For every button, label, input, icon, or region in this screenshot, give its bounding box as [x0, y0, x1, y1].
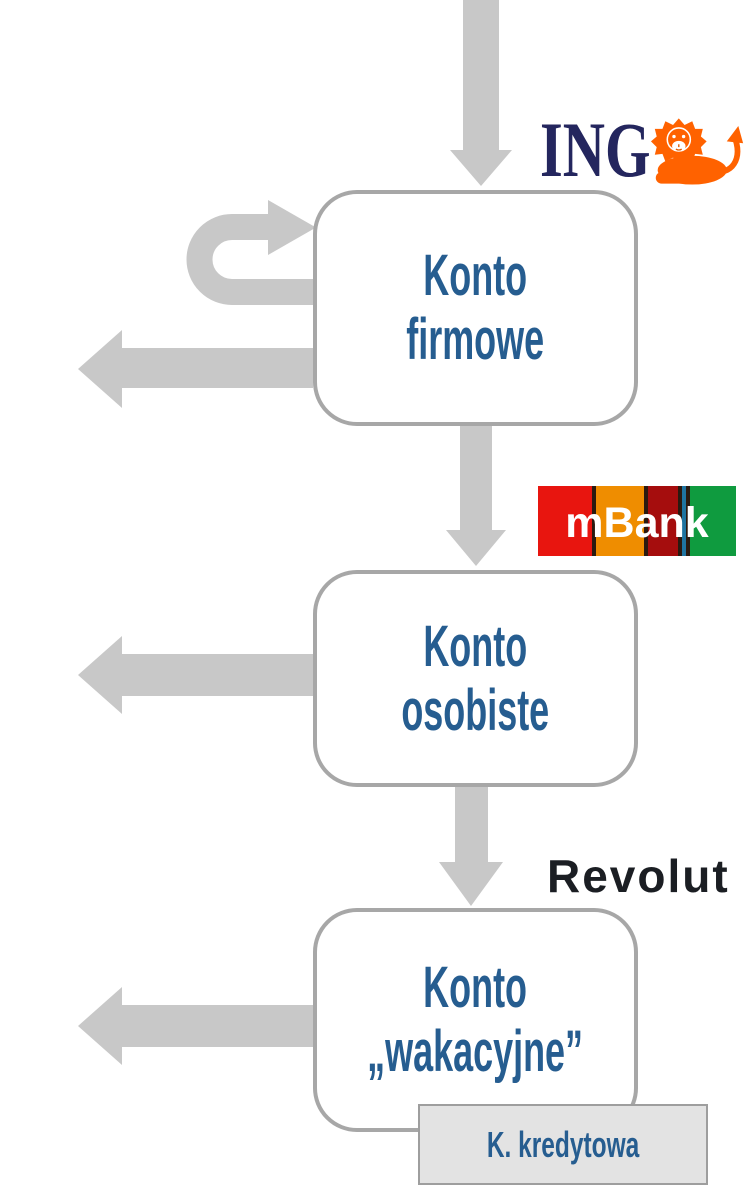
left-arrow-icon-1: [78, 330, 313, 408]
node-konto-wakacyjne: Konto „wakacyjne”: [313, 908, 638, 1132]
credit-card-label: K. kredytowa: [486, 1123, 640, 1165]
loop-return-arrow-icon: [186, 214, 313, 305]
left-arrow-icon-3: [78, 987, 313, 1065]
credit-card-box: K. kredytowa: [418, 1104, 708, 1185]
ing-lion-icon: [650, 118, 744, 185]
node-konto-osobiste: Konto osobiste: [313, 570, 638, 787]
node-3-line-1: Konto: [423, 955, 528, 1020]
mbank-stripe-maroon: [648, 486, 678, 556]
node-konto-firmowe: Konto firmowe: [313, 190, 638, 426]
node-konto-wakacyjne-label: Konto „wakacyjne”: [368, 956, 584, 1084]
down-arrow-icon-2: [439, 785, 503, 906]
mbank-stripe-blue: [682, 486, 686, 556]
loop-return-arrowhead-icon: [268, 200, 316, 255]
ing-logo-text: ING: [540, 106, 651, 193]
node-1-line-1: Konto: [423, 243, 528, 308]
node-2-line-1: Konto: [423, 613, 528, 679]
mbank-stripe-orange: [596, 486, 644, 556]
mbank-logo-text: mBank: [565, 498, 709, 547]
down-arrow-icon-top: [450, 0, 512, 186]
node-konto-osobiste-label: Konto osobiste: [401, 613, 550, 743]
mbank-logo: mBank: [538, 486, 736, 556]
left-arrow-icon-2: [78, 636, 313, 714]
mbank-stripe-red: [538, 486, 592, 556]
revolut-logo-text: Revolut: [547, 850, 730, 902]
mbank-stripe-green: [690, 486, 736, 556]
down-arrow-icon-1: [446, 425, 506, 566]
node-1-line-2: firmowe: [406, 307, 545, 372]
node-konto-firmowe-label: Konto firmowe: [407, 244, 545, 372]
node-3-line-2: „wakacyjne”: [367, 1019, 584, 1084]
node-2-line-2: osobiste: [401, 677, 550, 743]
